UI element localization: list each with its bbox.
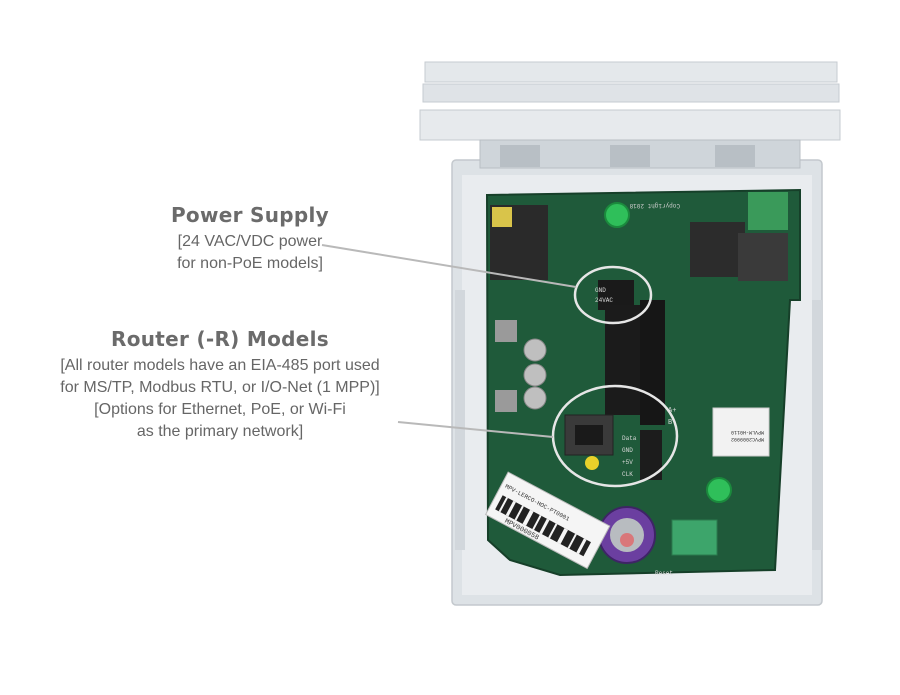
processor-chip [690, 222, 745, 277]
router-models-line: for MS/TP, Modbus RTU, or I/O-Net (1 MPP… [60, 379, 380, 396]
barcode-label [484, 471, 611, 570]
pin-label-data: Data [622, 435, 637, 442]
power-highlight-ellipse [573, 265, 653, 325]
power-supply-callout: Power Supply [24 VAC/VDC power for non-P… [120, 203, 380, 275]
power-supply-line: [24 VAC/VDC power [177, 233, 323, 250]
module-label-text-1: MPVLM-H0110 [731, 429, 764, 435]
module-label-text-2: MPVC2009992 [731, 436, 764, 442]
pin-label-a-plus: A+ [668, 407, 676, 415]
pin-label-gnd: GND [595, 287, 606, 294]
module-label [712, 407, 770, 457]
pin-label-b-minus: B- [668, 419, 676, 427]
pin-label-io-gnd: GND [622, 447, 633, 454]
router-models-callout: Router (-R) Models [All router models ha… [5, 327, 435, 443]
router-models-title: Router (-R) Models [111, 327, 329, 351]
pin-label-clk: CLK [622, 471, 633, 478]
reset-label: Reset [655, 570, 673, 577]
status-led-top [604, 202, 630, 228]
router-models-line: as the primary network] [136, 423, 304, 440]
power-supply-line: for non-PoE models] [177, 255, 323, 272]
io-connector [640, 430, 662, 480]
power-callout-line [321, 244, 577, 288]
router-models-line: [Options for Ethernet, PoE, or Wi-Fi [94, 401, 346, 418]
status-led-bottom [706, 477, 732, 503]
pin-label-24vac: 24VAC [595, 297, 613, 304]
power-supply-title: Power Supply [170, 203, 330, 227]
router-callout-line [397, 421, 554, 438]
copyright-text: Copyright 2018 [629, 202, 680, 209]
circuit-board: GND 24VAC Data GND +5V CLK A+ B- Reset M… [484, 188, 801, 577]
terminal-block-right [640, 300, 665, 425]
pin-label-5v: +5V [622, 459, 633, 466]
screw-terminal [671, 519, 718, 556]
router-models-line: [All router models have an EIA-485 port … [60, 357, 380, 374]
